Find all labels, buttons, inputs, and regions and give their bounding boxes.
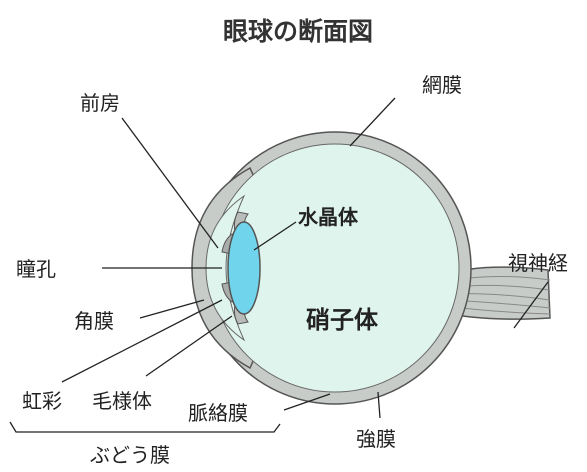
label-anterior-chamber: 前房 [80, 91, 120, 115]
label-iris: 虹彩 [22, 389, 62, 413]
label-vitreous-body: 硝子体 [306, 306, 379, 334]
lens-shape [227, 221, 261, 315]
diagram-title: 眼球の断面図 [223, 17, 373, 46]
label-lens: 水晶体 [298, 205, 359, 229]
label-optic-nerve: 視神経 [508, 251, 568, 275]
label-uvea: ぶどう膜 [90, 443, 170, 467]
label-sclera: 強膜 [356, 427, 396, 451]
leader-lines [9, 97, 549, 433]
label-retina: 網膜 [422, 73, 462, 97]
label-pupil: 瞳孔 [16, 257, 56, 281]
label-cornea: 角膜 [74, 309, 114, 333]
label-ciliary-body: 毛様体 [92, 389, 152, 413]
label-choroid: 脈絡膜 [188, 401, 248, 425]
